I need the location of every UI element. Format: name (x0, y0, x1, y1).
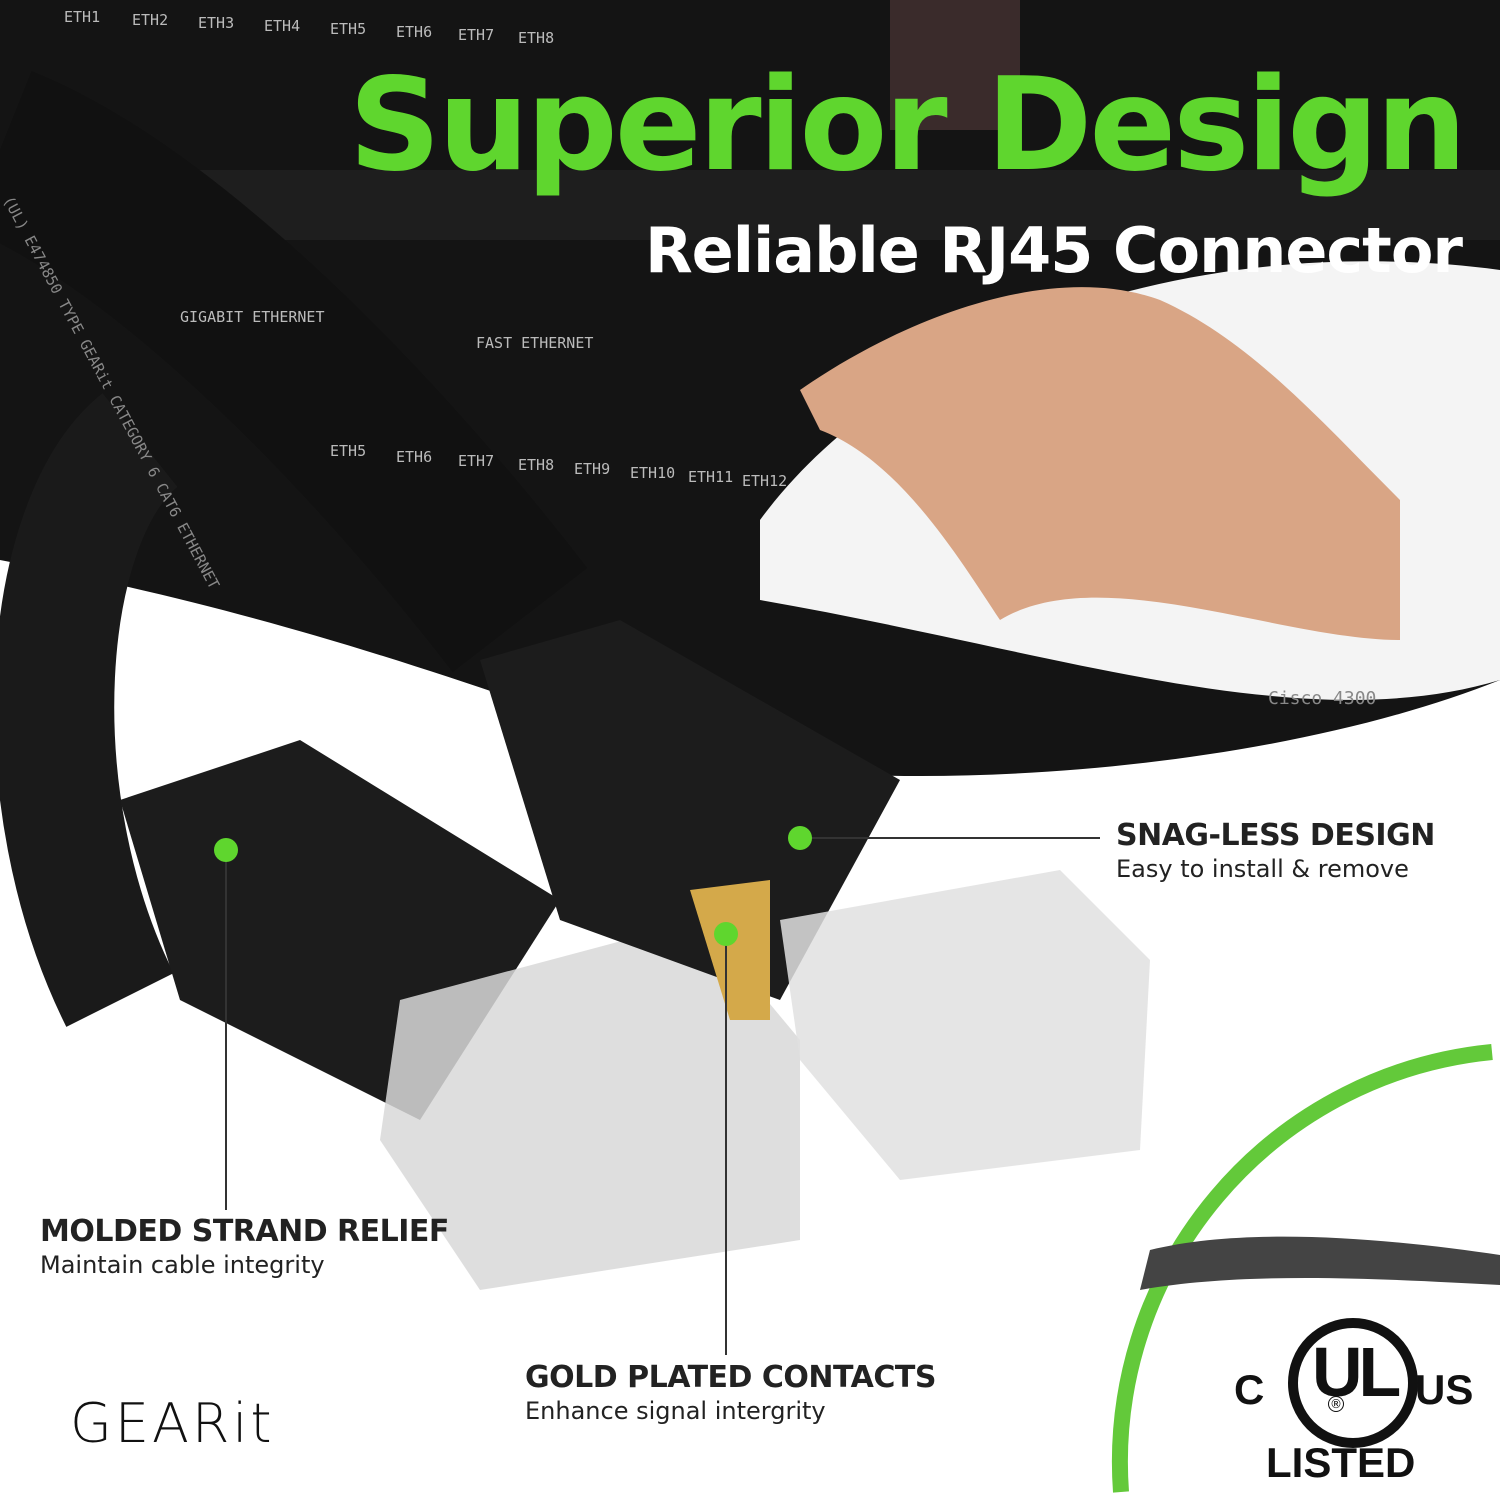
rack-port-label: ETH10 (630, 464, 676, 482)
rack-monitor-screen (890, 0, 1020, 130)
rack-port-label: ETH1 (64, 8, 101, 26)
rack-port-label: ETH11 (688, 468, 734, 486)
ul-listed-mark: UL ® C US LISTED (1230, 1310, 1473, 1490)
callout-title: MOLDED STRAND RELIEF (40, 1214, 449, 1249)
rack-section-label: FAST ETHERNET (476, 334, 594, 352)
callout-strand-relief: MOLDED STRAND RELIEF Maintain cable inte… (40, 1214, 449, 1279)
ul-c: C (1234, 1366, 1265, 1413)
rack-port-label: ETH5 (330, 442, 367, 460)
rack-section-label: GIGABIT ETHERNET (180, 308, 325, 326)
callout-subtitle: Easy to install & remove (1116, 855, 1409, 883)
cable-loop (0, 393, 180, 1027)
ul-circle (1288, 1318, 1418, 1448)
callout-title: GOLD PLATED CONTACTS (525, 1360, 936, 1395)
rack-port-label: ETH12 (742, 472, 788, 490)
rack-port-label: ETH5 (330, 20, 367, 38)
ul-letters: UL (1312, 1333, 1401, 1411)
callout-title: SNAG-LESS DESIGN (1116, 818, 1435, 853)
rack-port-label: ETH6 (396, 23, 433, 41)
rack-port-label: ETH4 (264, 17, 301, 35)
rack-port-label: ETH7 (458, 26, 495, 44)
headline: Superior Design (348, 51, 1467, 200)
ul-listed-text: LISTED (1266, 1439, 1416, 1486)
rack-port-label: ETH8 (518, 29, 555, 47)
subheadline: Reliable RJ45 Connector (644, 214, 1463, 287)
callout-snag-less: SNAG-LESS DESIGN Easy to install & remov… (1116, 818, 1435, 883)
cable (0, 71, 588, 672)
callout-dot-contacts (714, 922, 738, 946)
rack-port-label: ETH8 (518, 456, 555, 474)
rj45-plug-left (380, 920, 800, 1290)
detail-inset-ring (1111, 1044, 1493, 1493)
rack-port-label: ETH6 (396, 448, 433, 466)
rack-port-label: ETH3 (198, 14, 235, 32)
rj45-plug-right (780, 870, 1150, 1180)
device-label: Cisco 4300 (1268, 688, 1377, 709)
callout-gold-contacts: GOLD PLATED CONTACTS Enhance signal inte… (525, 1360, 936, 1425)
callout-subtitle: Maintain cable integrity (40, 1251, 325, 1279)
rack-port-label: ETH9 (574, 460, 611, 478)
strand-relief-boot-right (480, 620, 900, 1000)
gearit-logo: GEARit (70, 1392, 275, 1455)
rack-port-label: ETH7 (458, 452, 495, 470)
hand (800, 287, 1400, 640)
callout-dot-snag (788, 826, 812, 850)
inset-cable (1140, 1236, 1500, 1290)
gold-contact (690, 880, 770, 1020)
callout-subtitle: Enhance signal intergrity (525, 1397, 826, 1425)
rack-port-label: ETH2 (132, 11, 169, 29)
ul-us: US (1415, 1366, 1474, 1413)
registered-icon: ® (1328, 1396, 1344, 1412)
callout-dot-strand (214, 838, 238, 862)
